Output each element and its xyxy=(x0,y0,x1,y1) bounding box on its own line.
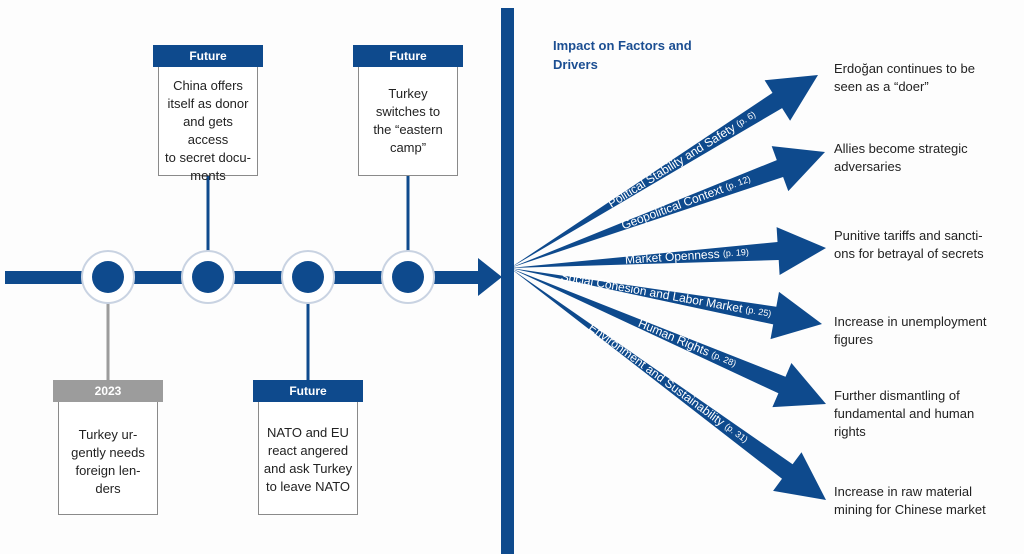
event-box-east: Future Turkey switches to the “eastern c… xyxy=(353,45,463,176)
factor-arrow-environment xyxy=(510,268,826,500)
event-tag-future-nato: Future xyxy=(253,380,363,402)
divider-bar xyxy=(501,8,514,554)
event-text-nato: NATO and EU react angered and ask Turkey… xyxy=(263,425,353,494)
event-text-lenders: Turkey ur- gently needs foreign len- der… xyxy=(71,427,145,496)
factor-label-market-openness: Market Openness (p. 19) xyxy=(625,245,750,267)
event-box-nato: Future NATO and EU react angered and ask… xyxy=(253,380,363,515)
factor-arrow-human-rights xyxy=(510,268,826,408)
outcome-political-stability: Erdoğan continues to be seen as a “doer” xyxy=(834,61,975,94)
outcome-social-cohesion: Increase in unemployment figures xyxy=(834,314,987,347)
factor-arrow-geopolitical xyxy=(510,146,825,268)
outcome-geopolitical: Allies become strategic adversaries xyxy=(834,141,968,174)
timeline-node-china xyxy=(192,261,224,293)
timeline-node-east xyxy=(392,261,424,293)
outcome-environment: Increase in raw material mining for Chin… xyxy=(834,484,986,517)
factor-page-market-openness: (p. 19) xyxy=(723,247,750,259)
outcome-market-openness: Punitive tariffs and sancti- ons for bet… xyxy=(834,228,984,261)
factor-label-social-cohesion: Social Cohesion and Labor Market (p. 25) xyxy=(560,269,773,321)
factor-page-social-cohesion: (p. 25) xyxy=(745,305,772,319)
event-text-china: China offers itself as donor and gets ac… xyxy=(165,78,251,183)
timeline-arrowhead xyxy=(478,258,502,296)
factor-arrow-market-openness xyxy=(510,227,826,275)
event-text-east: Turkey switches to the “eastern camp” xyxy=(373,86,443,155)
event-tag-future-china: Future xyxy=(153,45,263,67)
impact-title: Impact on Factors and Drivers xyxy=(553,38,692,72)
event-tag-2023: 2023 xyxy=(53,380,163,402)
factor-name-market-openness: Market Openness xyxy=(625,247,724,267)
outcome-human-rights: Further dismantling of fundamental and h… xyxy=(834,388,975,439)
timeline-node-nato xyxy=(292,261,324,293)
event-tag-future-east: Future xyxy=(353,45,463,67)
factor-arrow-social-cohesion xyxy=(510,268,822,340)
factor-arrow-political-stability xyxy=(510,75,818,268)
factor-name-human-rights: Human Rights xyxy=(636,316,714,360)
event-box-lenders: 2023 Turkey ur- gently needs foreign len… xyxy=(53,380,163,515)
factor-name-social-cohesion: Social Cohesion and Labor Market xyxy=(560,269,747,316)
timeline-node-lenders xyxy=(92,261,124,293)
event-box-china: Future China offers itself as donor and … xyxy=(153,45,263,183)
